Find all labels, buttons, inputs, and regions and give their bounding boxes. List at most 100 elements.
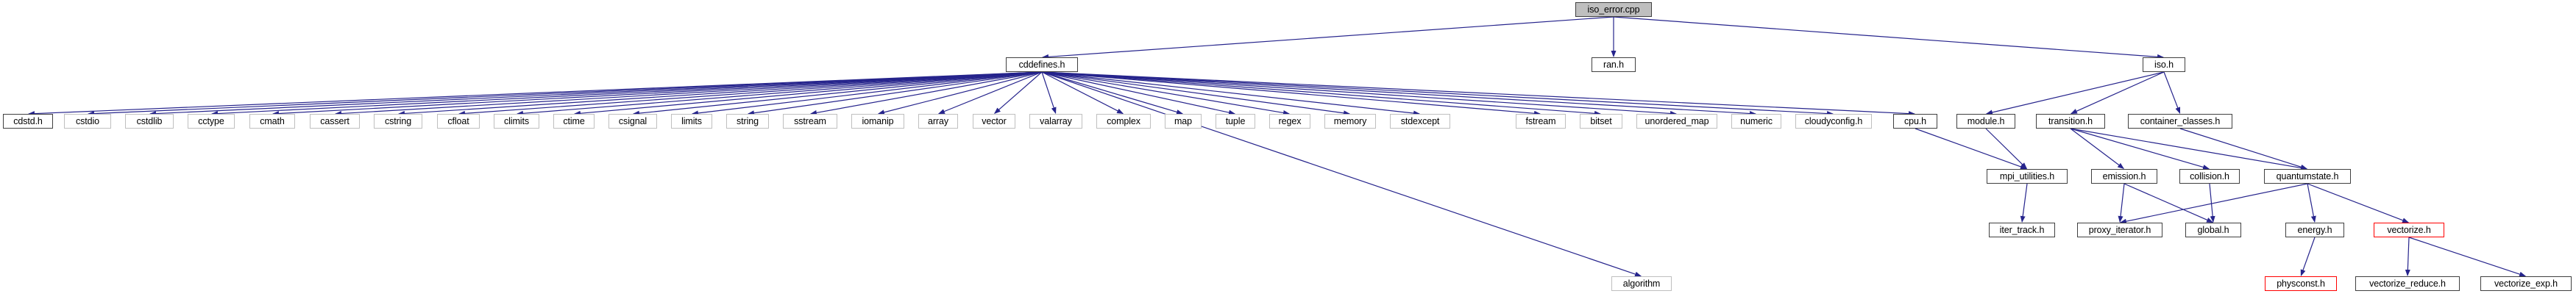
graph-edge [2070,128,2125,170]
graph-edge [2300,237,2316,276]
graph-edge [335,71,1043,116]
graph-node-valarray[interactable]: valarray [1029,114,1082,129]
graph-edge [2307,183,2409,223]
graph-node-numeric[interactable]: numeric [1731,114,1781,129]
graph-edge [1041,71,1756,116]
graph-node-string[interactable]: string [726,114,769,129]
graph-edge [1041,71,1642,277]
graph-node-cstring[interactable]: cstring [374,114,422,129]
graph-edge [1041,71,1124,115]
graph-edge [1041,71,1916,117]
graph-node-vectorize-h[interactable]: vectorize.h [2374,223,2444,237]
graph-edge [747,71,1043,116]
graph-node-unordered-map[interactable]: unordered_map [1636,114,1717,129]
graph-edge [2179,128,2308,170]
graph-edge [1041,71,1057,114]
graph-node-cstdlib[interactable]: cstdlib [125,114,174,129]
graph-node-mpi-utilities-h[interactable]: mpi_utilities.h [1987,169,2068,184]
graph-edge [1041,71,1541,116]
graph-edge [692,71,1043,116]
graph-node-transition-h[interactable]: transition.h [2036,114,2105,129]
graph-edge [149,71,1043,117]
graph-edge [272,71,1043,117]
graph-edge [1041,71,1291,115]
graph-node-memory[interactable]: memory [1324,114,1376,129]
graph-edge [1041,71,1351,116]
graph-edge [1041,71,1601,116]
graph-node-iomanip[interactable]: iomanip [851,114,904,129]
graph-edge [2163,71,2181,115]
graph-edge [633,71,1043,116]
graph-node-fstream[interactable]: fstream [1516,114,1566,129]
graph-node-ctime[interactable]: ctime [553,114,595,129]
graph-node-proxy-iterator-h[interactable]: proxy_iterator.h [2077,223,2162,237]
graph-node-ran-h[interactable]: ran.h [1592,57,1636,72]
graph-edge [2070,128,2210,170]
graph-node-bitset[interactable]: bitset [1580,114,1622,129]
graph-edge [397,71,1043,116]
graph-node-cctype[interactable]: cctype [188,114,235,129]
graph-node-cpu-h[interactable]: cpu.h [1893,114,1937,129]
graph-node-climits[interactable]: climits [494,114,539,129]
graph-edge [1041,71,1184,115]
graph-node-physconst-h[interactable]: physconst.h [2265,276,2337,291]
graph-node-iso-h[interactable]: iso.h [2143,57,2185,72]
graph-edge [1041,71,1834,117]
graph-edge [1041,71,1236,115]
graph-node-vectorize-reduce-h[interactable]: vectorize_reduce.h [2355,276,2460,291]
graph-edge [2408,237,2526,277]
graph-edge [2070,128,2307,170]
graph-node-csignal[interactable]: csignal [608,114,657,129]
graph-edge [1041,71,1678,116]
graph-node-module-h[interactable]: module.h [1956,114,2015,129]
graph-node-iso-error-cpp[interactable]: iso_error.cpp [1575,2,1652,17]
graph-node-cfloat[interactable]: cfloat [437,114,480,129]
graph-node-vector[interactable]: vector [973,114,1015,129]
graph-node-map[interactable]: map [1165,114,1202,129]
graph-edge [1915,128,2027,170]
graph-edge [210,71,1043,117]
graph-edge [1042,16,1614,60]
graph-edge [88,71,1043,117]
graph-node-quantumstate-h[interactable]: quantumstate.h [2264,169,2351,184]
graph-node-iter-track-h[interactable]: iter_track.h [1989,223,2055,237]
graph-edge [2209,183,2215,223]
graph-node-cloudyconfig-h[interactable]: cloudyconfig.h [1795,114,1872,129]
graph-node-sstream[interactable]: sstream [783,114,837,129]
graph-edge [938,71,1043,115]
graph-node-cdstd-h[interactable]: cdstd.h [3,114,53,129]
graph-node-complex[interactable]: complex [1096,114,1151,129]
graph-node-container-classes-h[interactable]: container_classes.h [2128,114,2232,129]
graph-edge [993,71,1043,115]
graph-node-energy-h[interactable]: energy.h [2285,223,2344,237]
graph-node-tuple[interactable]: tuple [1216,114,1255,129]
graph-node-cddefines-h[interactable]: cddefines.h [1006,57,1078,72]
graph-node-regex[interactable]: regex [1269,114,1310,129]
graph-edge [2119,183,2308,224]
graph-edge [27,71,1043,117]
graph-node-cmath[interactable]: cmath [249,114,295,129]
graph-node-global-h[interactable]: global.h [2185,223,2241,237]
graph-edge [516,71,1043,116]
graph-edge [2071,71,2165,115]
graph-node-array[interactable]: array [918,114,958,129]
graph-edge [1613,16,2164,60]
graph-edge [878,71,1043,115]
graph-node-stdexcept[interactable]: stdexcept [1390,114,1450,129]
graph-edge [1041,71,1421,116]
graph-edge [809,71,1043,115]
graph-edge [2307,183,2316,223]
graph-edge [1985,128,2028,169]
graph-node-cassert[interactable]: cassert [310,114,360,129]
graph-edge [2123,183,2213,223]
graph-node-cstdio[interactable]: cstdio [64,114,111,129]
graph-edge [458,71,1043,116]
graph-node-algorithm[interactable]: algorithm [1611,276,1672,291]
graph-node-collision-h[interactable]: collision.h [2179,169,2240,184]
graph-edge [2020,183,2028,223]
graph-node-vectorize-exp-h[interactable]: vectorize_exp.h [2480,276,2572,291]
graph-node-limits[interactable]: limits [671,114,712,129]
graph-node-emission-h[interactable]: emission.h [2091,169,2157,184]
